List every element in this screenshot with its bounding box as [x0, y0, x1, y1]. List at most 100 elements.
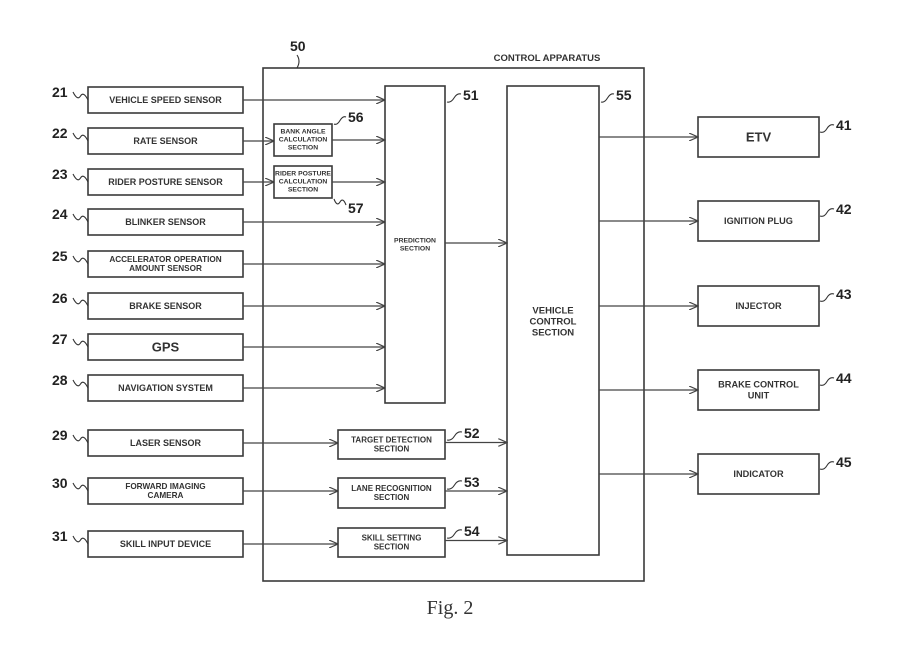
- output-ignition-plug-ref-leader: [819, 208, 835, 217]
- control-apparatus-frame: [262, 67, 645, 582]
- skill-setting-section-label: SKILL SETTING: [362, 533, 422, 542]
- prediction-section-label: PREDICTION: [394, 238, 436, 245]
- input-rate-sensor-label: RATE SENSOR: [133, 136, 198, 146]
- bank-angle-section-label: SECTION: [288, 144, 318, 151]
- input-vehicle-speed-sensor: VEHICLE SPEED SENSOR 21: [52, 84, 385, 114]
- input-rate-sensor-ref: 22: [52, 125, 68, 141]
- input-navigation-system-label: NAVIGATION SYSTEM: [118, 383, 213, 393]
- input-rate-sensor: RATE SENSOR 22: [52, 125, 274, 155]
- rider-posture-section-label: CALCULATION: [279, 179, 328, 186]
- input-forward-imaging-camera-box: [87, 477, 244, 505]
- output-etv-box: [697, 116, 820, 158]
- input-blinker-sensor-ref: 24: [52, 206, 68, 222]
- input-vehicle-speed-sensor-ref-leader: [72, 91, 89, 101]
- input-navigation-system: NAVIGATION SYSTEM 28: [52, 372, 385, 402]
- input-laser-sensor-ref-leader: [72, 434, 89, 444]
- input-gps-ref-leader: [72, 338, 89, 348]
- output-ignition-plug-ref: 42: [836, 201, 852, 217]
- input-accelerator-operation-amount-sensor-label: AMOUNT SENSOR: [129, 264, 202, 273]
- input-gps-label: GPS: [152, 340, 180, 355]
- input-rider-posture-sensor-ref: 23: [52, 166, 68, 182]
- apparatus-ref: 50: [290, 38, 306, 54]
- input-blinker-sensor-label: BLINKER SENSOR: [125, 217, 206, 227]
- input-accelerator-operation-amount-sensor-label: ACCELERATOR OPERATION: [109, 255, 221, 264]
- input-brake-sensor: BRAKE SENSOR 26: [52, 290, 385, 320]
- input-laser-sensor-label: LASER SENSOR: [130, 438, 202, 448]
- lane-recognition-section-label: LANE RECOGNITION: [351, 484, 432, 493]
- rider-posture-section-label: RIDER POSTURE: [275, 171, 331, 178]
- input-forward-imaging-camera-ref-leader: [72, 482, 89, 492]
- input-brake-sensor-box: [87, 292, 244, 320]
- output-brake-control-unit-label: UNIT: [748, 390, 770, 400]
- input-forward-imaging-camera-label: CAMERA: [148, 491, 184, 500]
- bank-angle-section-label: BANK ANGLE: [280, 129, 326, 136]
- output-etv-ref: 41: [836, 117, 852, 133]
- bank-angle-section-box: [273, 123, 333, 157]
- target-detection-section-label: SECTION: [374, 445, 410, 454]
- output-indicator-ref-leader: [819, 461, 835, 470]
- vehicle-control-section-label: CONTROL: [530, 317, 577, 328]
- rider-posture-ref: 57: [348, 200, 364, 216]
- output-brake-control-unit-box: [697, 369, 820, 411]
- input-accelerator-operation-amount-sensor-ref: 25: [52, 248, 68, 264]
- target-detection-ref: 52: [464, 425, 480, 441]
- output-brake-control-unit-label: BRAKE CONTROL: [718, 380, 799, 390]
- input-brake-sensor-label: BRAKE SENSOR: [129, 301, 202, 311]
- output-indicator-label: INDICATOR: [733, 469, 784, 479]
- input-blinker-sensor-box: [87, 208, 244, 236]
- prediction-ref: 51: [463, 87, 479, 103]
- vehicle-control-ref: 55: [616, 87, 632, 103]
- input-forward-imaging-camera-label: FORWARD IMAGING: [125, 482, 205, 491]
- prediction-section-box: [384, 85, 446, 404]
- skill-setting-section-box: [337, 527, 446, 558]
- skill-setting-ref: 54: [464, 523, 480, 539]
- input-forward-imaging-camera-ref: 30: [52, 475, 68, 491]
- rider-posture-section-label: SECTION: [288, 186, 318, 193]
- output-ignition-plug-box: [697, 200, 820, 242]
- output-indicator: INDICATOR 45: [599, 453, 852, 495]
- input-rider-posture-sensor: RIDER POSTURE SENSOR 23: [52, 166, 274, 196]
- output-indicator-box: [697, 453, 820, 495]
- output-injector-label: INJECTOR: [735, 301, 782, 311]
- bank-angle-ref-leader: [333, 116, 347, 125]
- input-vehicle-speed-sensor-ref: 21: [52, 84, 68, 100]
- bank-angle-section-label: CALCULATION: [279, 137, 328, 144]
- lane-recognition-ref-leader: [446, 480, 463, 490]
- input-brake-sensor-ref: 26: [52, 290, 68, 306]
- output-etv-label: ETV: [746, 130, 772, 145]
- input-navigation-system-ref: 28: [52, 372, 68, 388]
- figure-caption: Fig. 2: [427, 597, 474, 619]
- output-etv: ETV 41: [599, 116, 852, 158]
- input-rate-sensor-ref-leader: [72, 132, 89, 142]
- output-injector-box: [697, 285, 820, 327]
- input-rider-posture-sensor-box: [87, 168, 244, 196]
- input-accelerator-operation-amount-sensor-ref-leader: [72, 255, 89, 265]
- lane-recognition-section-box: [337, 477, 446, 509]
- input-brake-sensor-ref-leader: [72, 297, 89, 307]
- output-etv-ref-leader: [819, 124, 835, 133]
- input-rider-posture-sensor-label: RIDER POSTURE SENSOR: [108, 177, 223, 187]
- bank-angle-ref: 56: [348, 109, 364, 125]
- output-injector: INJECTOR 43: [599, 285, 852, 327]
- input-vehicle-speed-sensor-label: VEHICLE SPEED SENSOR: [109, 95, 222, 105]
- input-skill-input-device-ref: 31: [52, 528, 68, 544]
- lane-recognition-ref: 53: [464, 474, 480, 490]
- input-gps-ref: 27: [52, 331, 68, 347]
- vehicle-control-section-box: [506, 85, 600, 556]
- output-injector-ref: 43: [836, 286, 852, 302]
- input-rider-posture-sensor-ref-leader: [72, 173, 89, 183]
- output-indicator-ref: 45: [836, 454, 852, 470]
